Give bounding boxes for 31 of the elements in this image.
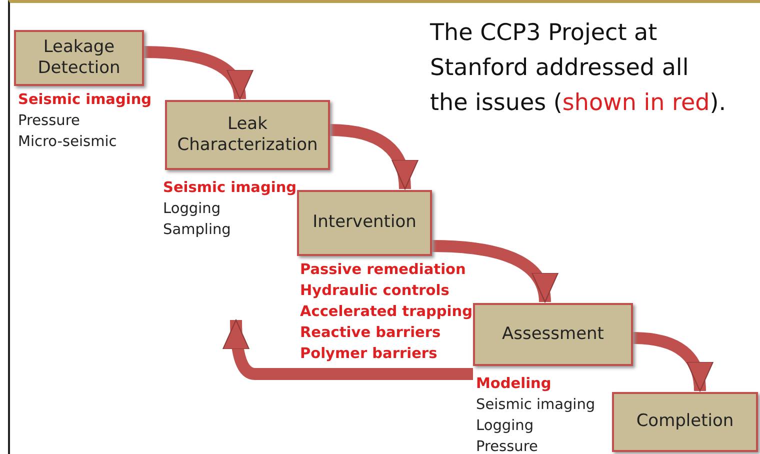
- process-box: [14, 30, 144, 86]
- title: The CCP3 Project at Stanford addressed all the issues (shown in red).: [430, 19, 728, 118]
- box-label: Completion: [636, 411, 734, 433]
- list-item: Seismic imaging: [163, 179, 297, 198]
- list-item: Polymer barriers: [300, 345, 438, 364]
- list-item: Seismic imaging: [18, 91, 152, 110]
- process-box: [297, 190, 432, 256]
- list-item: Seismic imaging: [476, 396, 596, 415]
- list-item: Sampling: [163, 221, 232, 240]
- process-box: [165, 100, 330, 170]
- curved-arrow: [432, 240, 556, 303]
- process-box: [473, 303, 633, 366]
- list-item: Passive remediation: [300, 261, 467, 280]
- box-label: Leakage Detection: [36, 36, 122, 80]
- curved-arrow: [144, 46, 251, 100]
- list-item: Reactive barriers: [300, 324, 442, 343]
- list-item: Logging: [163, 200, 222, 219]
- list-item: Hydraulic controls: [300, 282, 450, 301]
- list-item: Accelerated trapping: [300, 303, 472, 322]
- process-box: [612, 392, 758, 452]
- list-item: Micro-seismic: [18, 133, 118, 152]
- list-item: Pressure: [476, 438, 539, 454]
- box-label: Assessment: [502, 324, 604, 346]
- return-arrow: [222, 320, 473, 380]
- curved-arrow: [330, 124, 417, 190]
- box-label: Intervention: [312, 212, 416, 234]
- box-label: Leak Characterization: [176, 114, 319, 156]
- list-item: Modeling: [476, 375, 552, 394]
- list-item: Pressure: [18, 112, 81, 131]
- curved-arrow: [632, 332, 712, 392]
- list-item: Logging: [476, 417, 535, 436]
